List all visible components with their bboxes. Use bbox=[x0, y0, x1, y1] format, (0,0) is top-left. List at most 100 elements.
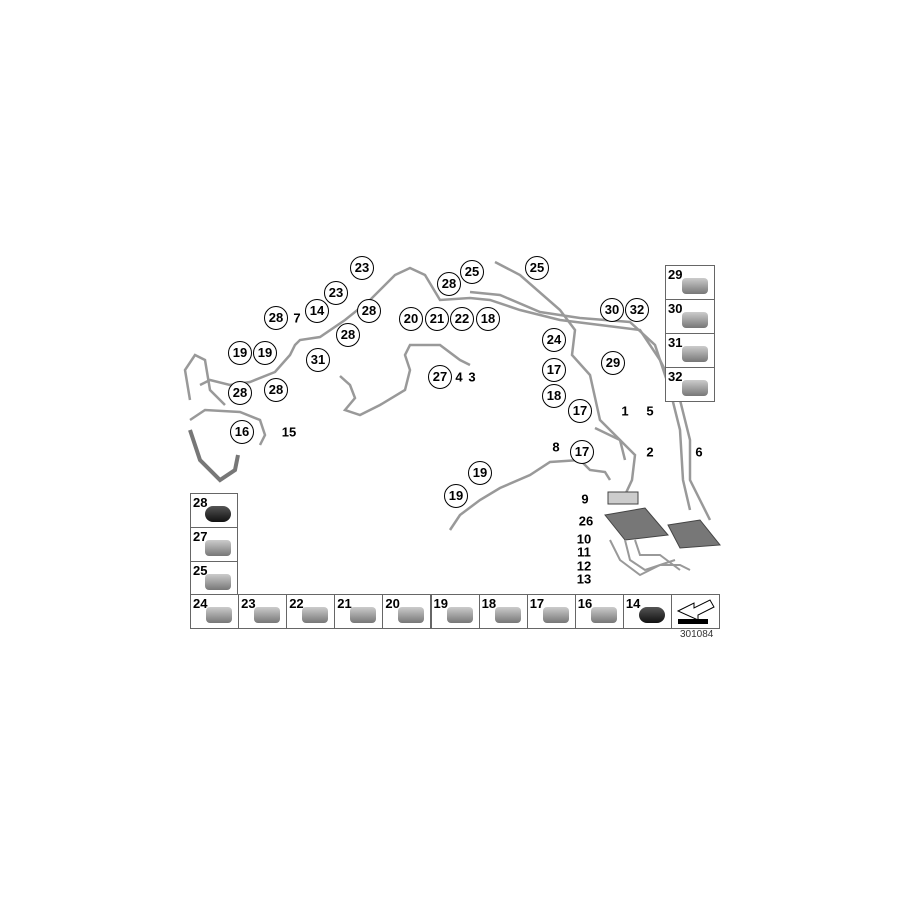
part-number: 17 bbox=[529, 596, 545, 611]
label-9: 9 bbox=[581, 491, 589, 507]
callout-18: 18 bbox=[476, 307, 500, 331]
callout-28: 28 bbox=[264, 378, 288, 402]
part-cell-29: 29 bbox=[665, 265, 715, 300]
pipe-lower bbox=[448, 458, 612, 531]
part-number: 31 bbox=[668, 335, 683, 350]
pipe-top-branch bbox=[494, 260, 627, 461]
part-cell-21: 21 bbox=[334, 594, 384, 629]
part-number: 20 bbox=[385, 596, 400, 611]
callout-24: 24 bbox=[542, 328, 566, 352]
callout-17: 17 bbox=[542, 358, 566, 382]
part-25-icon bbox=[205, 574, 231, 590]
part-number: 28 bbox=[193, 495, 208, 510]
callout-30: 30 bbox=[600, 298, 624, 322]
callout-25: 25 bbox=[525, 256, 549, 280]
label-26: 26 bbox=[578, 513, 594, 529]
part-cell-25: 25 bbox=[190, 561, 238, 596]
label-5: 5 bbox=[646, 403, 654, 419]
part-number: 24 bbox=[193, 596, 208, 611]
bracket-26a bbox=[604, 507, 669, 541]
callout-14: 14 bbox=[305, 299, 329, 323]
part-17-icon bbox=[542, 607, 569, 623]
part-cell-31: 31 bbox=[665, 333, 715, 368]
part-cell-24: 24 bbox=[190, 594, 239, 629]
label-6: 6 bbox=[695, 444, 703, 460]
pipe-left-loop bbox=[183, 353, 226, 406]
callout-18: 18 bbox=[542, 384, 566, 408]
label-3: 3 bbox=[468, 369, 476, 385]
callout-28: 28 bbox=[437, 272, 461, 296]
part-cell-22: 22 bbox=[286, 594, 336, 629]
callout-19: 19 bbox=[253, 341, 277, 365]
part-32-icon bbox=[682, 380, 708, 396]
arrow-icon bbox=[676, 599, 715, 624]
part-cell-16: 16 bbox=[574, 594, 624, 629]
callout-22: 22 bbox=[450, 307, 474, 331]
part-cell-30: 30 bbox=[665, 299, 715, 334]
part-23-icon bbox=[254, 607, 281, 623]
part-20-icon bbox=[398, 607, 425, 623]
part-cell-32: 32 bbox=[665, 367, 715, 402]
label-4: 4 bbox=[455, 369, 463, 385]
label-11: 11 bbox=[577, 544, 591, 560]
part-number: 16 bbox=[577, 596, 593, 611]
part-30-icon bbox=[682, 312, 708, 328]
part-number: 22 bbox=[289, 596, 304, 611]
part-number: 23 bbox=[241, 596, 256, 611]
callout-28: 28 bbox=[228, 381, 252, 405]
part-24-icon bbox=[206, 607, 232, 623]
bracket-9 bbox=[607, 491, 639, 505]
part-number: 19 bbox=[433, 596, 448, 611]
part-number: 30 bbox=[668, 301, 683, 316]
part-number: 27 bbox=[193, 529, 208, 544]
callout-27: 27 bbox=[428, 365, 452, 389]
callout-28: 28 bbox=[336, 323, 360, 347]
pipe-set-10-13 bbox=[609, 539, 691, 577]
label-8: 8 bbox=[552, 439, 560, 455]
label-10: 10 bbox=[576, 531, 592, 547]
pipe-bundle bbox=[594, 426, 637, 496]
part-19-icon bbox=[446, 607, 473, 623]
callout-19: 19 bbox=[444, 484, 468, 508]
part-18-icon bbox=[494, 607, 521, 623]
callout-29: 29 bbox=[601, 351, 625, 375]
part-16-icon bbox=[590, 607, 617, 623]
part-cell-18: 18 bbox=[478, 594, 528, 629]
pipe-center bbox=[339, 343, 471, 417]
part-27-icon bbox=[205, 540, 231, 556]
label-15: 15 bbox=[281, 424, 297, 440]
direction-arrow-cell bbox=[671, 594, 720, 629]
pipe-left-hose bbox=[189, 408, 267, 446]
part-number: 18 bbox=[481, 596, 497, 611]
pipe-left-hose2 bbox=[188, 429, 240, 483]
callout-17: 17 bbox=[570, 440, 594, 464]
part-31-icon bbox=[682, 346, 708, 362]
part-cell-23: 23 bbox=[238, 594, 288, 629]
label-13: 13 bbox=[576, 571, 592, 587]
part-cell-27: 27 bbox=[190, 527, 238, 562]
callout-16: 16 bbox=[230, 420, 254, 444]
label-1: 1 bbox=[621, 403, 629, 419]
part-cell-17: 17 bbox=[526, 594, 576, 629]
part-29-icon bbox=[682, 278, 708, 294]
callout-20: 20 bbox=[399, 307, 423, 331]
figure-number: 301084 bbox=[680, 629, 714, 640]
callout-23: 23 bbox=[324, 281, 348, 305]
callout-28: 28 bbox=[357, 299, 381, 323]
callout-28: 28 bbox=[264, 306, 288, 330]
part-number: 32 bbox=[668, 369, 683, 384]
part-cell-28: 28 bbox=[190, 493, 238, 528]
callout-19: 19 bbox=[468, 461, 492, 485]
part-number: 21 bbox=[337, 596, 352, 611]
part-22-icon bbox=[302, 607, 329, 623]
bracket-26b bbox=[667, 519, 721, 549]
part-cell-19: 19 bbox=[430, 594, 480, 629]
part-28-icon bbox=[205, 506, 231, 522]
part-number: 14 bbox=[625, 596, 641, 611]
callout-17: 17 bbox=[568, 399, 592, 423]
callout-23: 23 bbox=[350, 256, 374, 280]
part-cell-14: 14 bbox=[622, 594, 672, 629]
label-7: 7 bbox=[293, 310, 301, 326]
